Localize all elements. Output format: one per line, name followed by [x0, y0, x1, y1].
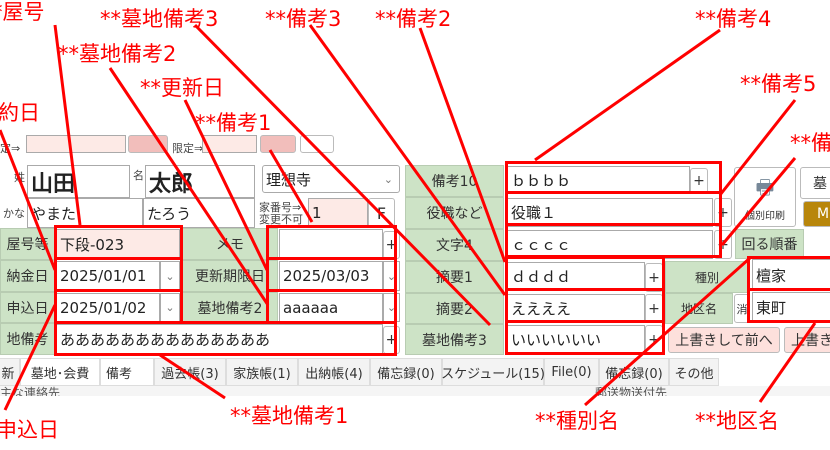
print-label: 個別印刷 — [745, 210, 785, 222]
moshikomi-date-input[interactable]: 2025/01/02 — [56, 293, 160, 322]
bochi3-input[interactable]: いいいいいい — [507, 325, 645, 354]
line-biko5 — [718, 99, 797, 196]
highlight-bochi3 — [505, 320, 665, 355]
annotation-biko3: **備考3 — [265, 7, 342, 31]
chevron-down-icon: ⌄ — [383, 172, 393, 186]
bo-button[interactable]: 墓 — [800, 167, 830, 199]
nokin-label: 納金日 — [0, 260, 55, 292]
top-field-b[interactable] — [202, 135, 257, 153]
ie-label-2: 変更不可 — [259, 213, 303, 226]
annotation-biko-cut: **備 — [790, 131, 830, 155]
tab-bochi-kaihi[interactable]: 墓地･会費 — [20, 358, 100, 386]
tab-sonota[interactable]: その他 — [669, 358, 719, 386]
tab-kazokucho[interactable]: 家族帳(1) — [226, 358, 298, 386]
annotation-biko1: **備考1 — [195, 111, 272, 135]
blank-area — [0, 396, 830, 450]
line-bochi1 — [159, 353, 226, 400]
line-biko1 — [268, 149, 314, 223]
annotation-biko2: **備考2 — [375, 7, 452, 31]
top-button-b[interactable] — [260, 135, 296, 153]
sei-input[interactable]: 山田 — [27, 165, 130, 198]
kana-label: かな — [3, 207, 25, 220]
tab-new[interactable]: 新 — [0, 358, 20, 386]
tekiyo2-label: 摘要2 — [405, 293, 504, 324]
line-biko3 — [308, 24, 507, 296]
annotation-bochi1: **墓地備考1 — [230, 404, 349, 428]
tab-bibouroku[interactable]: 備忘録(0) — [370, 358, 442, 386]
contact-heading: 主な連絡先 — [0, 386, 61, 396]
highlight-bochi2 — [266, 289, 397, 324]
line-chiku — [758, 322, 817, 403]
koshin-label: 更新期限日 — [182, 260, 278, 292]
chiku-input[interactable]: 東町 — [752, 292, 830, 322]
highlight-chiku — [747, 288, 830, 323]
annotation-biko4: **備考4 — [695, 7, 772, 31]
bochi3-label: 墓地備考3 — [405, 324, 504, 355]
tab-biko[interactable]: 備考 — [100, 358, 154, 386]
nokin-dropdown-icon[interactable]: ⌄ — [160, 261, 180, 291]
ie-label-1: 家番号⇒ — [259, 201, 302, 214]
annotation-bochi3: **墓地備考3 — [100, 7, 219, 31]
line-yakujitsu — [0, 129, 57, 271]
annotation-shubetsu: **種別名 — [535, 409, 619, 433]
line-bochi2 — [108, 67, 270, 306]
annotation-biko5: **備考5 — [740, 72, 817, 96]
highlight-bochi1 — [54, 321, 397, 356]
annotation-bochi2: **墓地備考2 — [58, 42, 177, 66]
bochi1-input[interactable]: ああああああああああああああ — [56, 324, 383, 354]
m-button[interactable]: M — [803, 201, 830, 227]
tab-file[interactable]: File(0) — [544, 358, 599, 386]
nokin-date-input[interactable]: 2025/01/01 — [56, 261, 160, 291]
printer-icon: 🖶 — [755, 174, 775, 199]
mawaru-button[interactable]: 回る順番 — [735, 229, 804, 259]
overwrite-prev-button[interactable]: 上書きして前へ — [668, 327, 780, 353]
label-top-b: 限定⇒ — [172, 142, 204, 155]
line-biko6 — [720, 157, 797, 246]
ie-number-input[interactable]: 1 — [308, 198, 368, 228]
memo-input[interactable] — [279, 229, 383, 259]
top-field-a[interactable] — [26, 135, 126, 153]
yakushoku-plus-button[interactable]: + — [714, 198, 732, 227]
shubetsu-input[interactable]: 檀家 — [752, 259, 830, 291]
annotation-chiku: **地区名 — [695, 409, 779, 433]
tab-schedule[interactable]: スケジュール(15) — [441, 358, 545, 386]
mailing-heading: 郵送物送付先 — [595, 386, 668, 396]
annotation-yakujitsu: 約日 — [0, 101, 40, 125]
tab-content: 主な連絡先 郵送物送付先 — [0, 386, 830, 396]
overwrite-button[interactable]: 上書き — [784, 327, 830, 353]
biko10-input[interactable]: ｂｂｂｂ — [507, 166, 690, 194]
line-moshikomi — [3, 304, 57, 411]
bochi2-input[interactable]: aaaaaa — [279, 293, 383, 322]
bochi2-label: 墓地備考2 — [182, 292, 278, 323]
mei-label: 名 — [133, 169, 144, 182]
yago-input[interactable]: 下段-023 — [56, 229, 180, 259]
annotation-koshin: **更新日 — [140, 76, 224, 100]
temple-select[interactable]: 理想寺⌄ — [262, 165, 400, 193]
tab-suitocho[interactable]: 出納帳(4) — [298, 358, 370, 386]
label-top-a: 定⇒ — [0, 142, 21, 155]
yakushoku-input[interactable]: 役職１ — [507, 198, 713, 227]
annotation-yago: *屋号 — [0, 0, 45, 24]
line-biko4 — [534, 28, 721, 162]
memo-label: メモ — [182, 228, 278, 260]
chiku-label: 地区名 — [665, 293, 733, 324]
line-shubetsu — [584, 256, 751, 407]
line-biko2 — [418, 27, 507, 263]
koshin-date-input[interactable]: 2025/03/03 — [279, 261, 383, 291]
tekiyo1-input[interactable]: ｄｄｄｄ — [507, 262, 645, 291]
yago-label: 屋号等 — [0, 228, 55, 260]
tab-kakocho[interactable]: 過去帳(3) — [154, 358, 226, 386]
line-koshin — [183, 99, 269, 271]
line-bochi3 — [193, 23, 492, 327]
sei-kana-input[interactable]: やまた — [27, 198, 143, 228]
annotation-moshikomi: 申込日 — [0, 418, 59, 442]
line-yago — [53, 24, 82, 226]
